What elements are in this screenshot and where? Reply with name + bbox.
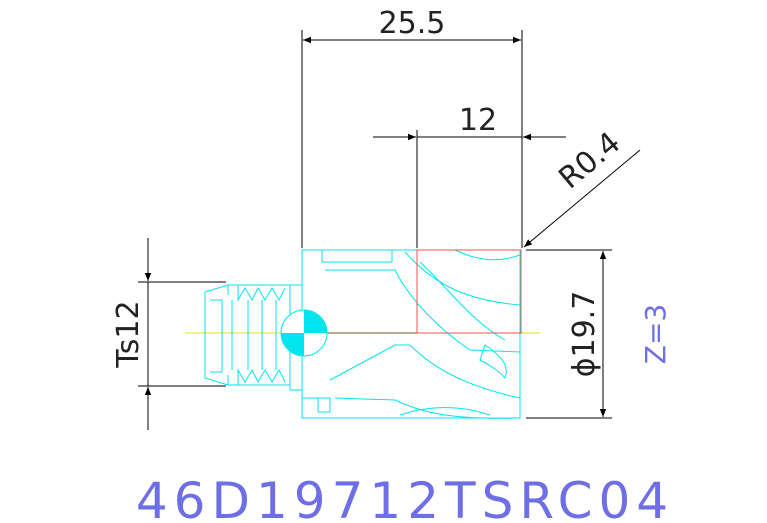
cutting-zone-rect: [416, 249, 522, 334]
label-flute-count: Z=3: [639, 304, 672, 364]
body-outline: [301, 249, 521, 419]
part-code-label: 46D19712TSRC04: [136, 472, 674, 523]
thread-core: [210, 299, 223, 373]
flute-lower-edge: [334, 397, 521, 419]
flute-upper-edge: [404, 251, 521, 306]
dim-text-overall-length: 25.5: [379, 6, 446, 41]
flute-lower-inner: [399, 407, 491, 416]
thread-teeth-top: [227, 285, 286, 302]
end-mill-head-outline: [204, 249, 521, 419]
flute-curl: [479, 344, 507, 379]
flute-curve-top: [454, 249, 521, 261]
thread-lines: [231, 300, 277, 370]
thread-teeth-bottom: [227, 368, 286, 385]
dim-text-thread: Ts12: [111, 300, 146, 368]
dim-text-corner-radius: R0.4: [552, 125, 627, 196]
dim-text-diameter: ϕ19.7: [567, 291, 602, 378]
leader-radius: [523, 149, 641, 248]
flute-lower: [329, 344, 521, 399]
dim-text-cutting-length: 12: [459, 103, 497, 138]
dimension-lines: [138, 30, 641, 430]
center-mark-symbol: [280, 309, 328, 357]
flute-upper: [325, 269, 521, 353]
body-top-step: [321, 250, 393, 263]
